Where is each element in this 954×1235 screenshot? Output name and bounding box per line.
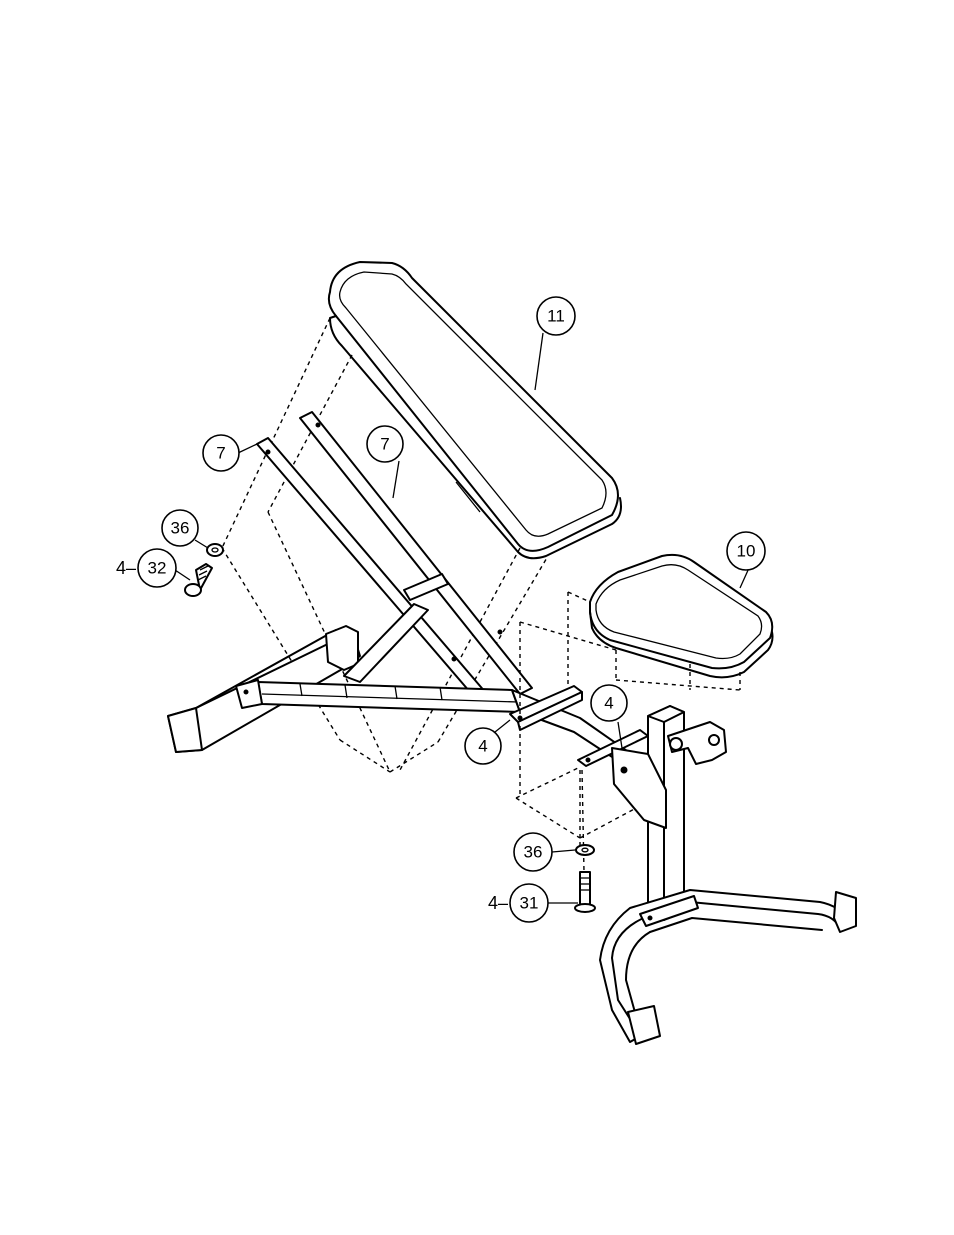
seat-pad xyxy=(590,555,773,677)
quantity-32: 4– xyxy=(116,558,136,578)
fastener-axis-line xyxy=(582,770,584,872)
svg-text:36: 36 xyxy=(524,843,543,862)
svg-text:7: 7 xyxy=(216,444,225,463)
callout-7-right: 7 xyxy=(367,426,403,462)
svg-text:32: 32 xyxy=(148,559,167,578)
callout-10: 10 xyxy=(727,532,765,570)
callout-11: 11 xyxy=(537,297,575,335)
callout-7-left: 7 xyxy=(203,435,239,471)
washer-36-left xyxy=(207,544,223,556)
callout-36-left: 36 xyxy=(162,510,198,546)
svg-text:31: 31 xyxy=(520,894,539,913)
callout-31: 31 xyxy=(510,884,548,922)
bolt-31 xyxy=(575,872,595,912)
backrest-pad xyxy=(329,262,621,558)
washer-36-bottom xyxy=(576,845,594,855)
svg-text:7: 7 xyxy=(380,435,389,454)
callout-32: 32 xyxy=(138,549,176,587)
quantity-31: 4– xyxy=(488,893,508,913)
callout-36-bottom: 36 xyxy=(514,833,552,871)
svg-text:11: 11 xyxy=(547,307,565,326)
svg-text:36: 36 xyxy=(171,519,190,538)
svg-text:4: 4 xyxy=(478,737,487,756)
svg-text:10: 10 xyxy=(737,542,756,561)
callout-4-lower: 4 xyxy=(465,728,501,764)
callout-4-upper: 4 xyxy=(591,685,627,721)
pedestal-stand xyxy=(600,706,856,1044)
svg-text:4: 4 xyxy=(604,694,613,713)
